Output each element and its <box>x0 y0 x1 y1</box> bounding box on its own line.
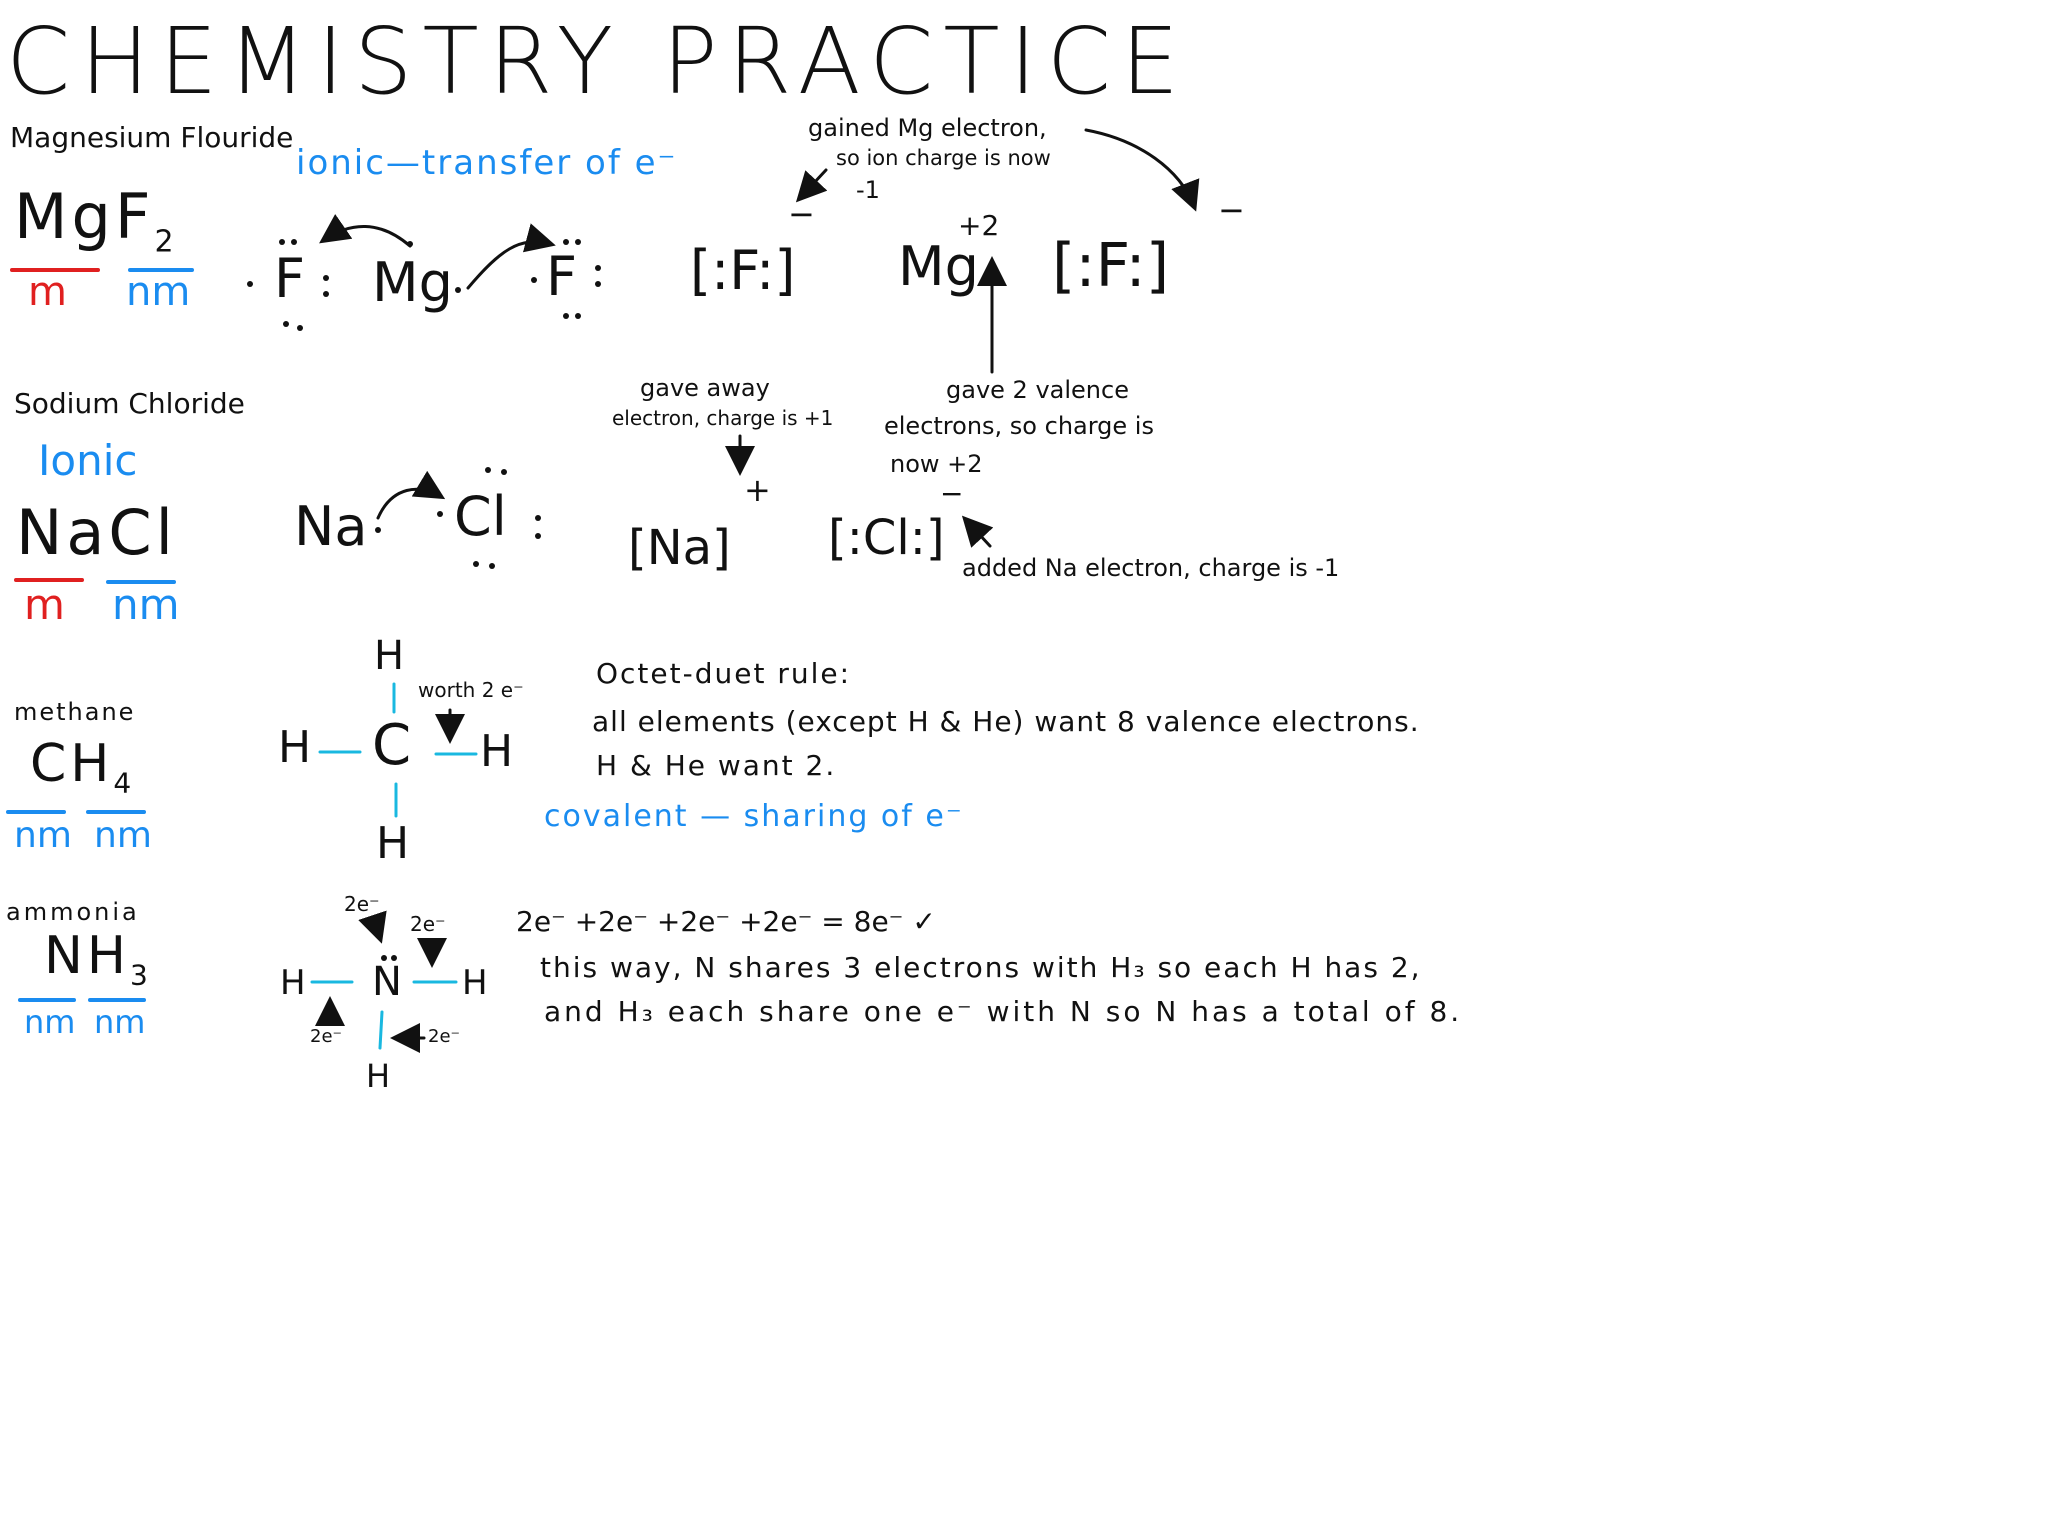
mgf2-ion-f2: [:F:] <box>1052 231 1170 301</box>
mgf2-arrow-to-f2 <box>466 223 556 290</box>
nacl-ion-cl-charge: − <box>940 477 964 510</box>
ammonia-formula-main: NH <box>44 926 130 986</box>
ammonia-2e-top-left: 2e⁻ <box>344 892 380 916</box>
methane-h-underline <box>86 810 146 814</box>
ammonia-h-left: H <box>280 963 306 1003</box>
nacl-formula: NaCl <box>16 496 177 569</box>
mgf2-bond-type: ionic—transfer of e⁻ <box>296 143 678 183</box>
mgf2-ion-mg-charge: +2 <box>958 209 1000 242</box>
ammonia-sum: 2e⁻ +2e⁻ +2e⁻ +2e⁻ = 8e⁻ ✓ <box>516 905 936 938</box>
ammonia-nm-label-2: nm <box>94 1003 146 1041</box>
mgf2-note-gained-3: -1 <box>856 176 880 204</box>
ammonia-2e-top-right: 2e⁻ <box>410 912 446 936</box>
methane-h-top: H <box>374 633 405 679</box>
mgf2-note-gave-2: electrons, so charge is <box>884 412 1154 440</box>
mgf2-ion-f2-charge: − <box>1218 191 1245 229</box>
methane-formula-main: CH <box>30 734 114 794</box>
mgf2-note-gave-3: now +2 <box>890 450 983 478</box>
mgf2-note-gained-2: so ion charge is now <box>836 146 1051 170</box>
mgf2-ion-f1: [:F:] <box>690 239 796 302</box>
mgf2-note-gave-1: gave 2 valence <box>946 376 1129 404</box>
methane-nm-label-2: nm <box>94 815 152 856</box>
covalent-bonds <box>310 682 478 1050</box>
ammonia-h-bottom: H <box>366 1057 391 1095</box>
lewis-dots <box>247 239 601 961</box>
mgf2-note-gained-1: gained Mg electron, <box>808 114 1047 142</box>
nacl-nonmetal-underline <box>106 580 176 584</box>
nacl-lewis-cl: Cl <box>454 485 507 548</box>
mgf2-ion-mg: Mg <box>898 235 979 298</box>
mgf2-formula-main: MgF <box>14 180 155 253</box>
ammonia-formula-sub: 3 <box>130 958 152 992</box>
nacl-ion-cl: [:Cl:] <box>828 510 945 566</box>
methane-c-underline <box>6 810 66 814</box>
mgf2-arrow-to-ion-f2 <box>1084 128 1200 212</box>
mgf2-name: Magnesium Flouride <box>10 121 294 154</box>
mgf2-lewis-mg: Mg <box>372 251 453 314</box>
ammonia-2e-bottom-left: 2e⁻ <box>310 1026 343 1047</box>
methane-h-right: H <box>480 726 514 777</box>
ammonia-h-right: H <box>462 963 488 1003</box>
mgf2-arrow-to-f1 <box>319 214 412 248</box>
nacl-m-label: m <box>24 580 65 629</box>
ammonia-explanation-2: and H₃ each share one e⁻ with N so N has… <box>544 995 1463 1028</box>
methane-h-left: H <box>278 722 312 773</box>
mgf2-formula: MgF2 <box>14 186 178 257</box>
ammonia-h-underline <box>88 998 146 1002</box>
mgf2-lewis-f2: F <box>546 245 578 308</box>
ammonia-arrow-1 <box>358 910 387 944</box>
page-title: CHEMISTRY PRACTICE <box>6 8 1190 115</box>
methane-h-bottom: H <box>376 818 410 869</box>
nacl-bond-type: Ionic <box>38 436 138 485</box>
nacl-note-gave-2: electron, charge is +1 <box>612 406 834 430</box>
mgf2-formula-sub: 2 <box>154 224 178 260</box>
nacl-note-added: added Na electron, charge is -1 <box>962 554 1340 582</box>
methane-formula: CH4 <box>30 738 135 797</box>
mgf2-m-label: m <box>28 269 67 315</box>
mgf2-lewis-f1: F <box>274 247 306 310</box>
mgf2-nm-label: nm <box>126 269 191 315</box>
nacl-lewis-na: Na <box>294 495 368 558</box>
rule-line-2: H & He want 2. <box>596 749 837 782</box>
ammonia-n: N <box>372 959 402 1005</box>
mgf2-ion-f1-charge: − <box>788 195 815 233</box>
methane-worth-note: worth 2 e⁻ <box>418 678 524 702</box>
methane-nm-label-1: nm <box>14 815 72 856</box>
ammonia-2e-bottom-right: 2e⁻ <box>428 1026 461 1047</box>
nacl-arrow-added <box>961 515 994 548</box>
methane-formula-sub: 4 <box>113 766 136 800</box>
nacl-nm-label: nm <box>112 580 180 629</box>
nacl-arrow-transfer <box>376 470 446 520</box>
mgf2-nonmetal-underline <box>128 268 194 272</box>
mgf2-arrow-to-ion-f1 <box>795 168 828 203</box>
nacl-ion-na-charge: + <box>744 471 771 509</box>
ammonia-n-underline <box>18 998 76 1002</box>
ammonia-formula: NH3 <box>44 930 152 989</box>
nacl-metal-underline <box>14 578 84 582</box>
ammonia-name: ammonia <box>6 898 140 926</box>
ammonia-explanation-1: this way, N shares 3 electrons with H₃ s… <box>540 951 1422 984</box>
nacl-ion-na: [Na] <box>628 520 731 576</box>
methane-name: methane <box>14 698 136 726</box>
mgf2-metal-underline <box>10 268 100 272</box>
rule-covalent: covalent — sharing of e⁻ <box>544 799 964 834</box>
ammonia-nm-label-1: nm <box>24 1003 76 1041</box>
nacl-name: Sodium Chloride <box>14 387 245 420</box>
rule-heading: Octet-duet rule: <box>596 657 852 690</box>
nacl-note-gave-1: gave away <box>640 374 770 402</box>
methane-c: C <box>372 713 412 778</box>
rule-line-1: all elements (except H & He) want 8 vale… <box>592 705 1420 738</box>
